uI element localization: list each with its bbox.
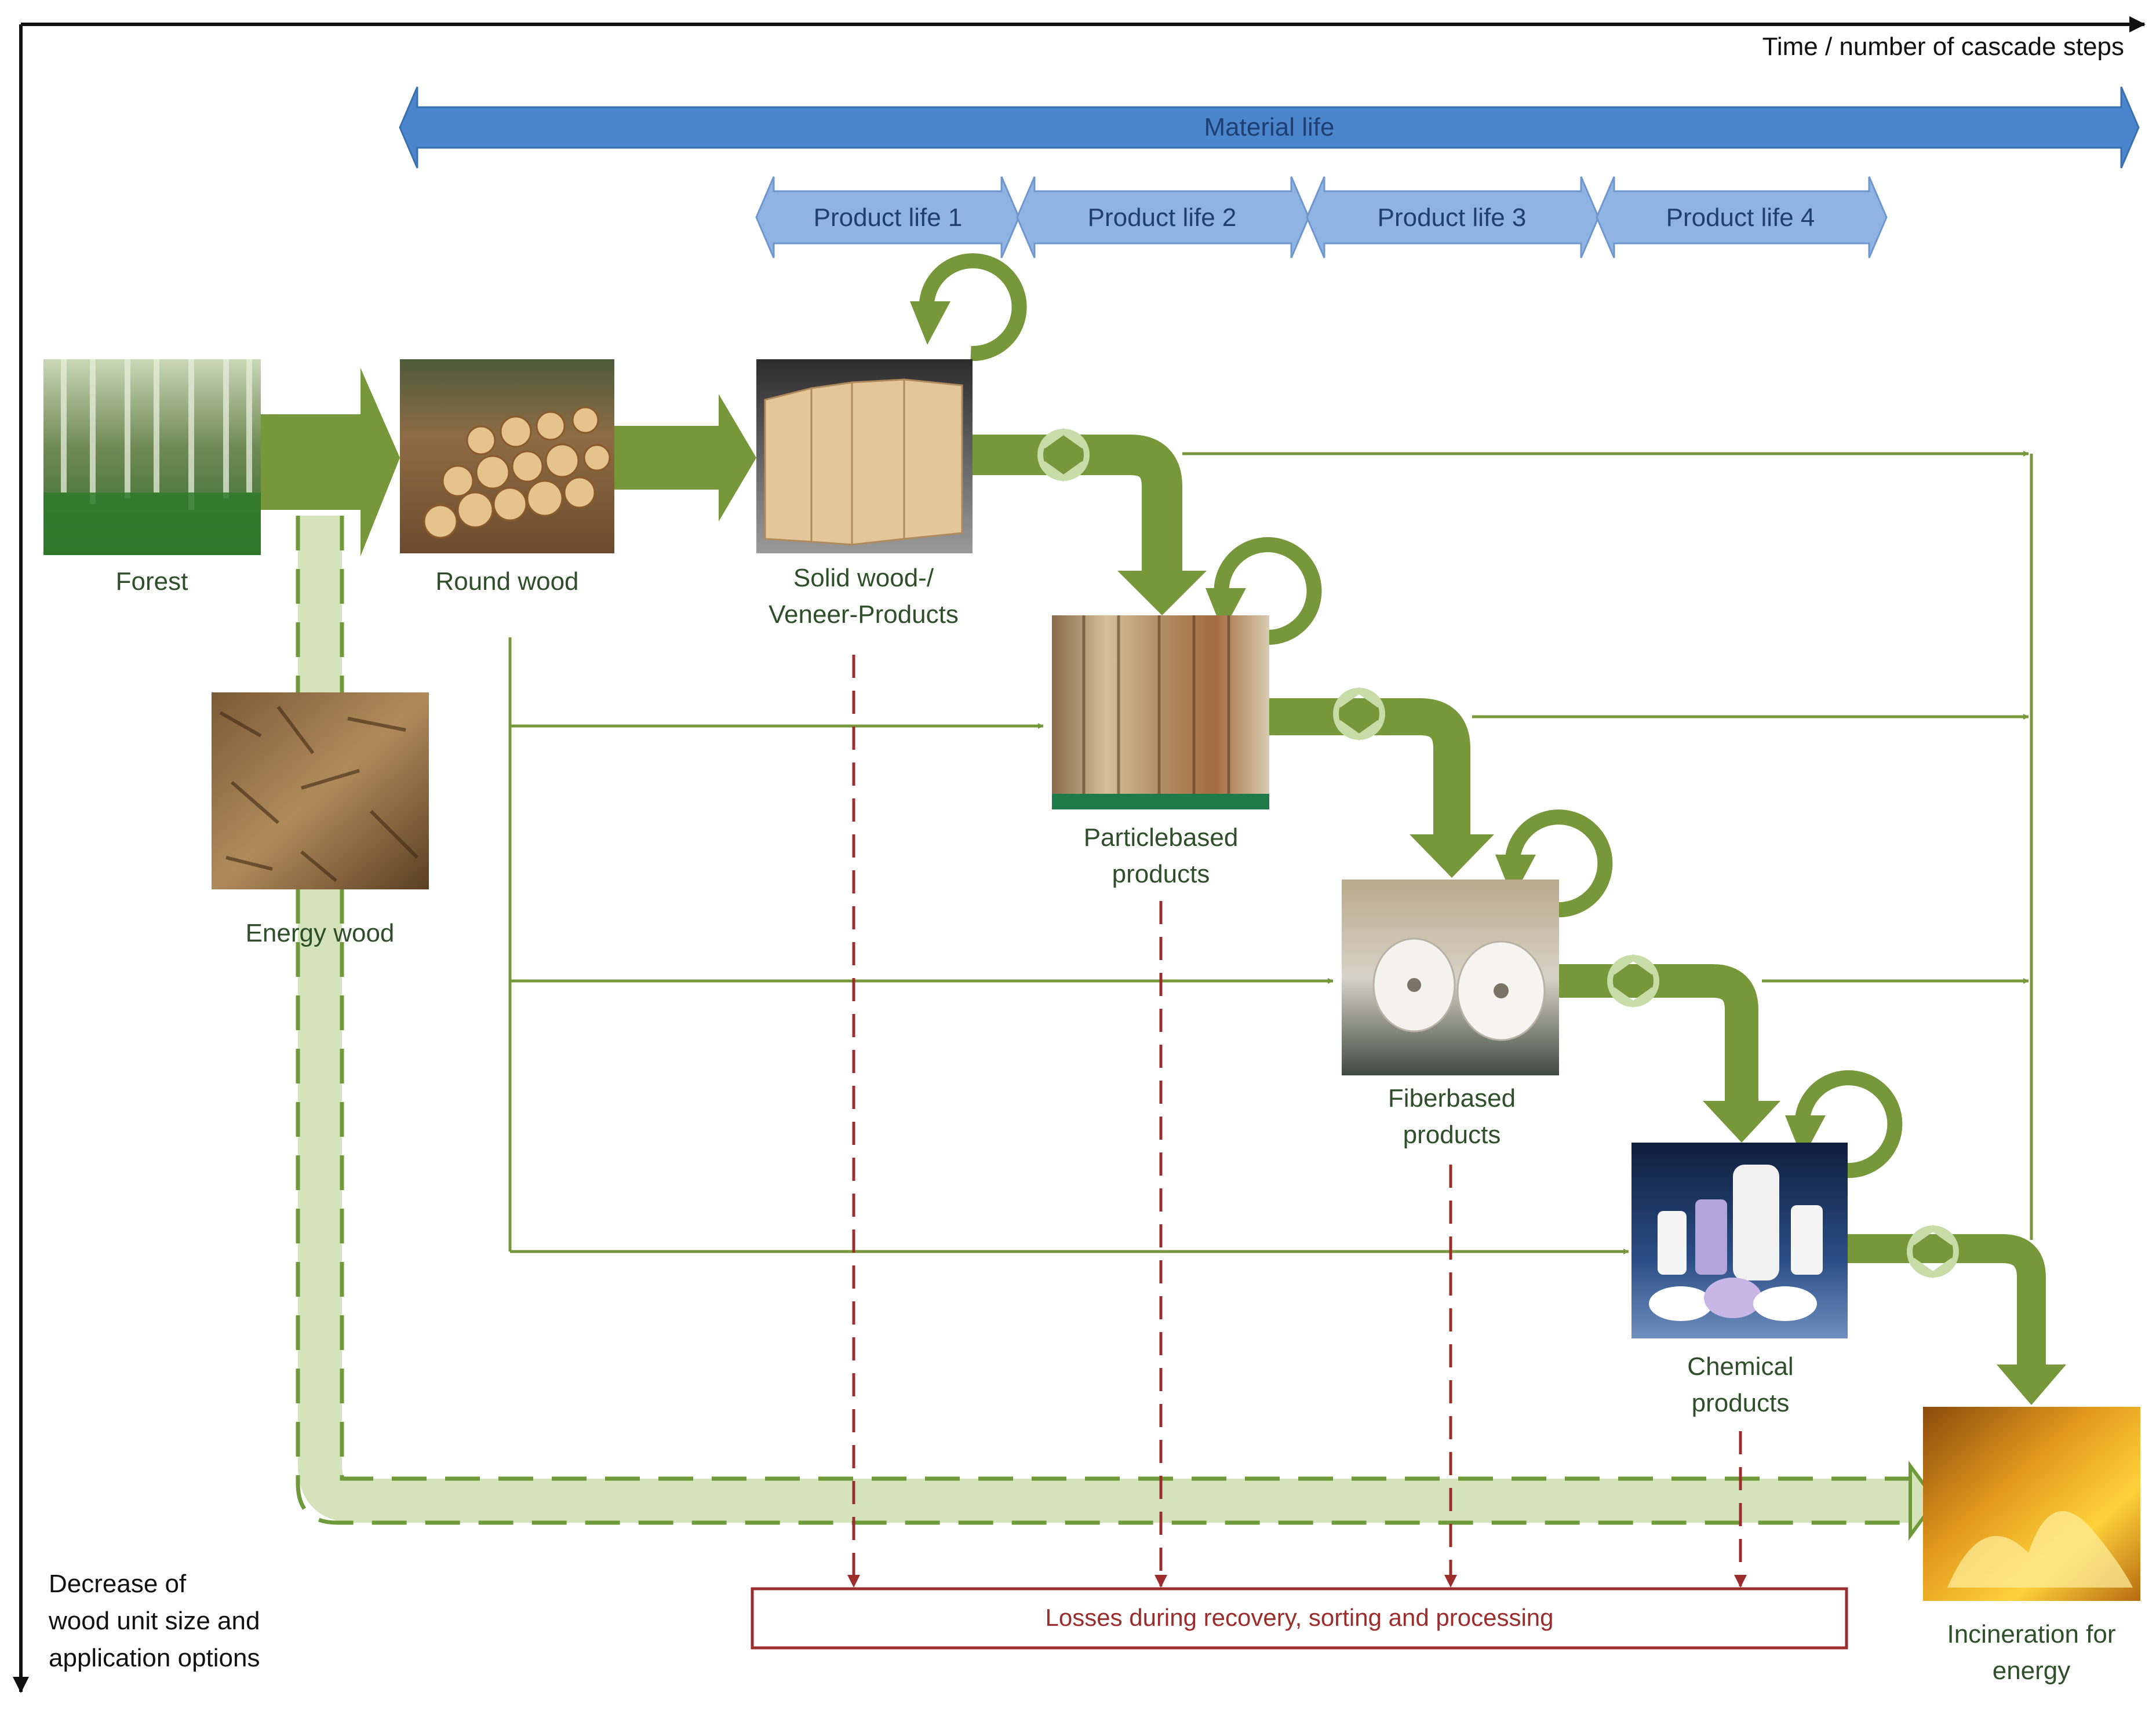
- paper-rolls: [1372, 937, 1546, 1041]
- node-round-wood: Round wood: [400, 359, 614, 596]
- forest-undergrowth: [43, 492, 261, 555]
- vertical-axis-label-line-1: Decrease of: [49, 1570, 187, 1598]
- roundwood-to-solid-arrow: [614, 394, 756, 521]
- vertical-axis-label-line-2: wood unit size and: [48, 1607, 260, 1635]
- reuse-loop-chemical-head: [1785, 1115, 1826, 1159]
- recycle-icon-2: [1333, 687, 1385, 741]
- particle-to-fiber-arrowhead: [1410, 834, 1494, 878]
- timber-beams: [764, 378, 963, 546]
- material-life-banner: Material life: [399, 86, 2140, 169]
- product-life-3-label: Product life 3: [1378, 203, 1527, 232]
- particle-to-fiber-flow: [1269, 698, 1470, 837]
- solid-wood-label-line-1: Solid wood-/: [793, 564, 934, 592]
- product-life-banners: Product life 1 Product life 2 Product li…: [755, 176, 1888, 258]
- material-life-arrow: [399, 86, 2140, 169]
- node-fiberbased: Fiberbased products: [1342, 880, 1559, 1149]
- fiberbased-label-line-1: Fiberbased: [1388, 1084, 1516, 1112]
- reuse-loop-particle-head: [1206, 588, 1246, 632]
- flame-shape: [1947, 1511, 2133, 1588]
- losses-box: Losses during recovery, sorting and proc…: [751, 1587, 1848, 1650]
- energy-path-dash-left: [296, 516, 1913, 1525]
- solid-to-particle-arrowhead: [1117, 571, 1207, 615]
- node-incineration: Incineration for energy: [1923, 1407, 2140, 1685]
- fiber-to-chemical-flow: [1559, 964, 1758, 1104]
- main-flow: [261, 368, 2066, 1405]
- log-ends: [423, 406, 611, 539]
- product-life-4-arrow: [1596, 176, 1888, 258]
- fiberbased-label-line-2: products: [1403, 1121, 1501, 1149]
- solid-wood-label-line-2: Veneer-Products: [769, 600, 959, 629]
- reuse-loop-solid: [919, 253, 1027, 362]
- chemical-items: [1649, 1165, 1823, 1321]
- reuse-loop-chemical: [1794, 1070, 1903, 1179]
- chemical-label-line-1: Chemical: [1687, 1352, 1793, 1381]
- node-solid-wood: Solid wood-/ Veneer-Products: [756, 359, 973, 629]
- recovery-thin-arrows: [508, 451, 2033, 1254]
- product-life-2-label: Product life 2: [1088, 203, 1237, 232]
- forest-label: Forest: [116, 567, 188, 596]
- incineration-label-line-1: Incineration for: [1947, 1620, 2115, 1648]
- reuse-loop-particle: [1214, 537, 1322, 645]
- reuse-loop-fiber: [1505, 809, 1613, 918]
- chemical-to-incineration-arrowhead: [1997, 1365, 2066, 1405]
- losses-box-frame: [751, 1587, 1848, 1650]
- forest-to-roundwood-arrow: [261, 368, 400, 556]
- particlebased-label-line-1: Particlebased: [1084, 823, 1239, 852]
- reuse-loop-fiber-head: [1495, 855, 1536, 898]
- energy-wood-photo: [212, 692, 429, 889]
- chemical-label-line-2: products: [1692, 1389, 1790, 1417]
- particlebased-label-line-2: products: [1112, 860, 1210, 888]
- losses-label: Losses during recovery, sorting and proc…: [1045, 1604, 1553, 1631]
- node-forest: Forest: [43, 359, 261, 596]
- fiber-to-chemical-arrowhead: [1703, 1101, 1780, 1143]
- energy-path-fill: [298, 516, 1913, 1523]
- axes: Time / number of cascade steps Decrease …: [13, 16, 2146, 1693]
- forest-trunks: [61, 359, 252, 510]
- particlebased-floor: [1052, 794, 1269, 809]
- incineration-label-line-2: energy: [1993, 1657, 2071, 1685]
- recycle-icon-3: [1607, 954, 1659, 1008]
- recycle-icon-4: [1907, 1224, 1959, 1279]
- reuse-loop-solid-head: [910, 301, 950, 345]
- loss-arrows: [847, 655, 1747, 1588]
- energy-wood-label: Energy wood: [246, 919, 395, 947]
- vertical-axis-label-line-3: application options: [49, 1644, 260, 1672]
- board-edges: [1082, 615, 1230, 794]
- reuse-loops: [910, 253, 1903, 1179]
- round-wood-label: Round wood: [435, 567, 578, 596]
- solid-to-particle-flow: [973, 435, 1182, 574]
- recycle-symbols: [1037, 428, 1959, 1279]
- material-life-label: Material life: [1204, 113, 1335, 141]
- chemical-to-incineration-flow: [1846, 1234, 2046, 1367]
- horizontal-axis-label: Time / number of cascade steps: [1762, 32, 2124, 61]
- product-life-1-label: Product life 1: [814, 203, 963, 232]
- node-energy-wood: Energy wood: [212, 692, 429, 947]
- node-particlebased: Particlebased products: [1052, 615, 1269, 888]
- product-life-4-label: Product life 4: [1666, 203, 1815, 232]
- chip-texture: [219, 706, 419, 882]
- recycle-icon-1: [1037, 428, 1090, 482]
- node-chemical: Chemical products: [1631, 1143, 1848, 1417]
